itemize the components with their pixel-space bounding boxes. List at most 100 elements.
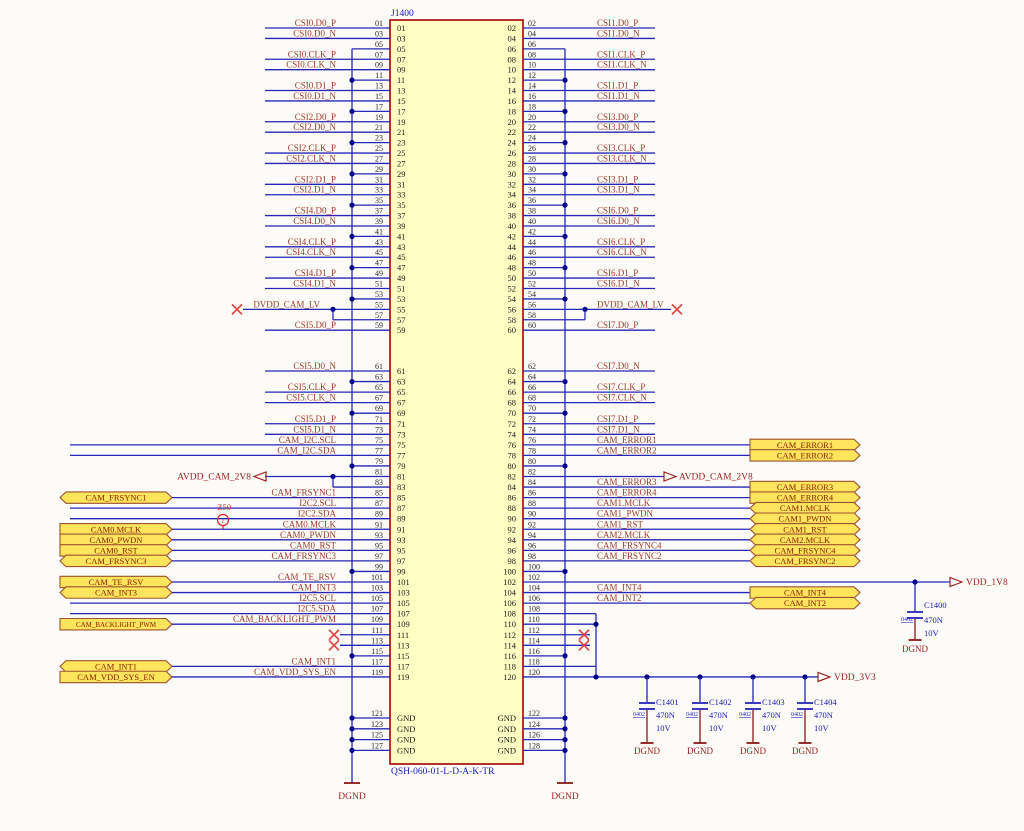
- pin-name: 37: [397, 211, 406, 221]
- capacitor-ref: C1400: [924, 600, 947, 610]
- pin-number: 05: [375, 40, 383, 49]
- ground-label: DGND: [687, 746, 713, 756]
- port-flag-label: CAM0.MCLK: [91, 524, 142, 534]
- pin-name: 25: [397, 148, 406, 158]
- capacitor-value: 470N: [656, 710, 675, 720]
- net-label: CAM_BACKLIGHT_PWM: [233, 614, 336, 624]
- net-label: CSI1.CLK_P: [597, 49, 645, 59]
- port-flag: [749, 438, 861, 452]
- net-label: CAM1.MCLK: [597, 498, 651, 508]
- net-label: CSI2.CLK_N: [286, 153, 336, 163]
- junction-dot: [562, 108, 568, 114]
- pin-name: 10: [508, 65, 517, 75]
- junction-dot: [562, 737, 568, 743]
- connector-body: [389, 19, 524, 765]
- pin-number: 125: [371, 731, 383, 740]
- pin-number: 57: [375, 311, 383, 320]
- pin-name: 09: [397, 65, 406, 75]
- pin-name: 100: [503, 566, 516, 576]
- pin-name: 13: [397, 86, 406, 96]
- pin-number: 106: [528, 594, 540, 603]
- net-label: CSI2.D0_P: [295, 112, 336, 122]
- pin-name: 77: [397, 450, 406, 460]
- net-label: CAM_INT3: [292, 583, 337, 593]
- impedance-note-glyph: i: [222, 517, 224, 525]
- pin-number: 112: [528, 626, 540, 635]
- net-label: CSI0.CLK_P: [288, 49, 336, 59]
- pin-name: 95: [397, 545, 406, 555]
- pin-name: 41: [397, 231, 406, 241]
- pin-number: 46: [528, 248, 536, 257]
- junction-dot: [562, 747, 568, 754]
- pin-number: 31: [375, 175, 383, 184]
- net-label: CSI4.D1_N: [293, 279, 336, 289]
- pin-number: 109: [371, 615, 383, 624]
- capacitor-ref: C1403: [762, 697, 785, 707]
- pin-name: 60: [508, 325, 517, 335]
- pin-number: 51: [375, 280, 383, 289]
- port-flag-label: CAM_ERROR4: [777, 493, 834, 503]
- pin-number: 114: [528, 636, 540, 645]
- pin-number: 107: [371, 605, 383, 614]
- capacitor-footprint: 0402: [901, 617, 913, 623]
- pin-number: 44: [528, 238, 536, 247]
- junction-dot: [349, 410, 355, 416]
- pin-number: 19: [375, 113, 383, 122]
- net-label: CSI7.D1_P: [597, 414, 638, 424]
- pin-number: 22: [528, 123, 536, 132]
- net-label: CSI1.D0_N: [597, 28, 640, 38]
- junction-dot: [562, 463, 568, 469]
- junction-dot: [697, 674, 703, 680]
- pin-name: 92: [508, 524, 517, 534]
- pin-number: 87: [375, 499, 383, 508]
- pin-number: 01: [375, 19, 383, 28]
- net-label: CSI6.CLK_P: [597, 237, 645, 247]
- pin-number: 62: [528, 362, 536, 371]
- port-flag: [749, 480, 861, 494]
- net-label: CSI6.D1_P: [597, 268, 638, 278]
- no-connect-x: [328, 639, 340, 651]
- pin-number: 66: [528, 383, 536, 392]
- pin-name: 84: [508, 482, 517, 492]
- port-flag-label: CAM1_PWDN: [779, 514, 832, 524]
- capacitor-voltage: 10V: [814, 723, 830, 733]
- pin-name: 62: [508, 366, 517, 376]
- net-label: CSI1.D0_P: [597, 18, 638, 28]
- pin-number: 38: [528, 207, 536, 216]
- pin-number: 36: [528, 196, 536, 205]
- power-arrow: [949, 576, 964, 588]
- net-label: CSI5.D1_N: [293, 424, 336, 434]
- junction-dot: [562, 202, 568, 208]
- pin-name: 90: [508, 514, 517, 524]
- port-flag-label: CAM_ERROR3: [777, 482, 833, 492]
- pin-number: 10: [528, 61, 536, 70]
- pin-name: 01: [397, 23, 406, 33]
- pin-name: 91: [397, 524, 406, 534]
- pin-name: 93: [397, 535, 406, 545]
- port-flag: [749, 554, 861, 568]
- port-flag: [59, 533, 173, 547]
- net-label: CAM_FRSYNC3: [271, 551, 336, 561]
- port-flag-label: CAM_FRSYNC2: [775, 556, 836, 566]
- pin-number: 121: [371, 709, 383, 718]
- pin-name: 42: [508, 231, 517, 241]
- pin-number: 17: [375, 102, 383, 111]
- capacitor-ref: C1401: [656, 697, 679, 707]
- net-label: CSI4.D0_P: [295, 206, 336, 216]
- capacitor-footprint: 0402: [686, 712, 698, 718]
- net-label: CSI0.D1_P: [295, 81, 336, 91]
- pin-name: 102: [503, 577, 516, 587]
- pin-number: 18: [528, 102, 536, 111]
- net-label: CSI5.D0_P: [295, 320, 336, 330]
- capacitor-footprint: 0402: [739, 712, 751, 718]
- pin-number: 80: [528, 457, 536, 466]
- net-label: CSI6.D0_P: [597, 206, 638, 216]
- pin-number: 90: [528, 510, 536, 519]
- pin-name: 87: [397, 503, 406, 513]
- pin-name: 73: [397, 429, 406, 439]
- pin-number: 63: [375, 373, 383, 382]
- pin-name: 68: [508, 398, 517, 408]
- pin-number: 48: [528, 259, 536, 268]
